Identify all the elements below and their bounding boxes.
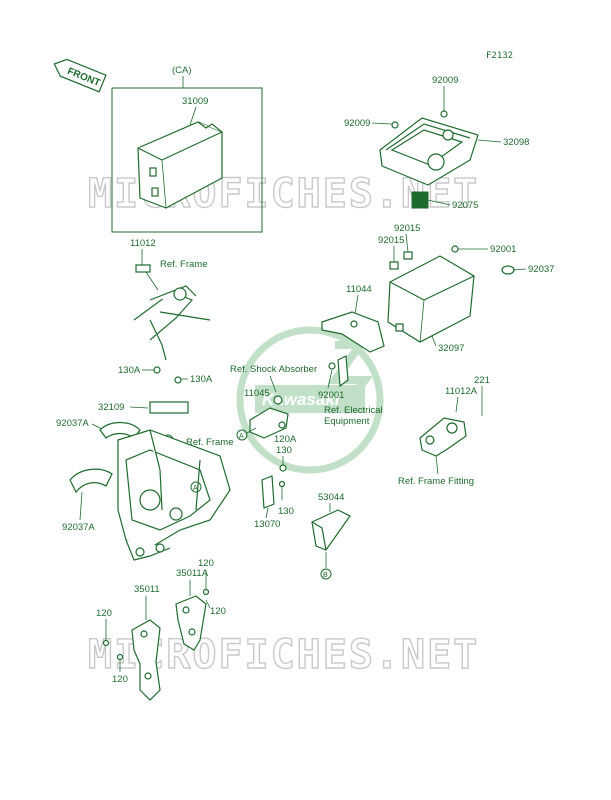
logo-text: Kawasaki	[262, 390, 341, 409]
marker-a-frame-label: A	[193, 485, 198, 492]
part-53044-cover	[311, 509, 351, 551]
part-35011A-bracket	[175, 595, 207, 651]
part-120-bottom-label: 120	[112, 674, 128, 685]
ref-electrical-line2: Equipment	[324, 416, 370, 427]
part-11044-bracket	[321, 311, 385, 353]
marker-a-shock-label: A	[239, 433, 244, 440]
part-11044-label: 11044	[346, 284, 372, 295]
part-11012A-bracket	[419, 417, 467, 457]
part-32097-battery-tray	[387, 255, 475, 343]
part-92075-damper	[411, 191, 429, 209]
kawasaki-logo-icon: Kawasaki	[236, 326, 384, 474]
part-11045-bracket	[249, 395, 289, 439]
part-31009-battery-case	[137, 121, 223, 209]
part-11012-label: 11012	[130, 238, 156, 249]
part-130A-left-label: 130A	[118, 365, 141, 376]
front-arrow-icon: FRONT	[53, 58, 107, 93]
marker-b-cover	[320, 568, 332, 580]
part-92037-label: 92037	[528, 264, 554, 275]
part-130-top-label: 130	[276, 445, 292, 456]
part-92075-label: 92075	[452, 200, 478, 211]
ref-electrical-line1: Ref. Electrical	[324, 405, 383, 416]
part-92001-bottom-label: 92001	[318, 390, 344, 401]
ref-frame-mid: Ref. Frame	[186, 437, 234, 448]
part-130A-right-label: 130A	[190, 374, 213, 385]
frame-section-top	[133, 285, 211, 361]
part-32098-battery-cover	[379, 117, 479, 186]
part-32097-label: 32097	[438, 343, 464, 354]
part-120-right-label: 120	[210, 606, 226, 617]
part-120-left-label: 120	[96, 608, 112, 619]
part-92037A-bottom-band	[69, 468, 113, 494]
group-box-ca	[111, 87, 263, 233]
part-92001-bolt-electrical	[328, 362, 336, 370]
frame-main	[117, 429, 231, 561]
part-35011-label: 35011	[134, 584, 160, 595]
ref-frame-fitting: Ref. Frame Fitting	[398, 476, 474, 487]
part-120-top-label: 120	[198, 558, 214, 569]
part-32109-guard	[149, 401, 189, 414]
diagram-code: F2132	[486, 51, 513, 61]
part-53044-label: 53044	[318, 492, 344, 503]
part-221-label: 221	[474, 375, 490, 386]
part-92009-left-label: 92009	[344, 118, 370, 129]
electrical-bracket	[337, 355, 349, 388]
part-32109-label: 32109	[98, 402, 124, 413]
part-92015-top-label: 92015	[394, 223, 420, 234]
part-11045-label: 11045	[244, 388, 270, 399]
part-31009-label: 31009	[182, 96, 208, 107]
group-label-ca: (CA)	[172, 65, 192, 76]
part-130-bottom-label: 130	[278, 506, 294, 517]
part-120A-label: 120A	[274, 434, 297, 445]
part-92037A-bottom-label: 92037A	[62, 522, 95, 533]
part-35011A-label: 35011A	[176, 568, 209, 579]
part-11012A-label: 11012A	[445, 386, 478, 397]
marker-a-frame	[190, 481, 202, 493]
part-13070-plate	[261, 475, 275, 509]
part-92009-top-label: 92009	[432, 75, 458, 86]
part-13070-label: 13070	[254, 519, 280, 530]
part-11012-clip	[135, 264, 151, 273]
marker-a-shock	[236, 429, 248, 441]
part-92015-left-label: 92015	[378, 235, 404, 246]
ref-frame-top: Ref. Frame	[160, 259, 208, 270]
ref-shock-absorber: Ref. Shock Absorber	[230, 364, 317, 375]
marker-b-cover-label: B	[323, 572, 328, 579]
part-92037A-top-label: 92037A	[56, 418, 89, 429]
part-32098-label: 32098	[503, 137, 529, 148]
part-35011-bracket	[131, 619, 161, 701]
part-92001-top-label: 92001	[490, 244, 516, 255]
